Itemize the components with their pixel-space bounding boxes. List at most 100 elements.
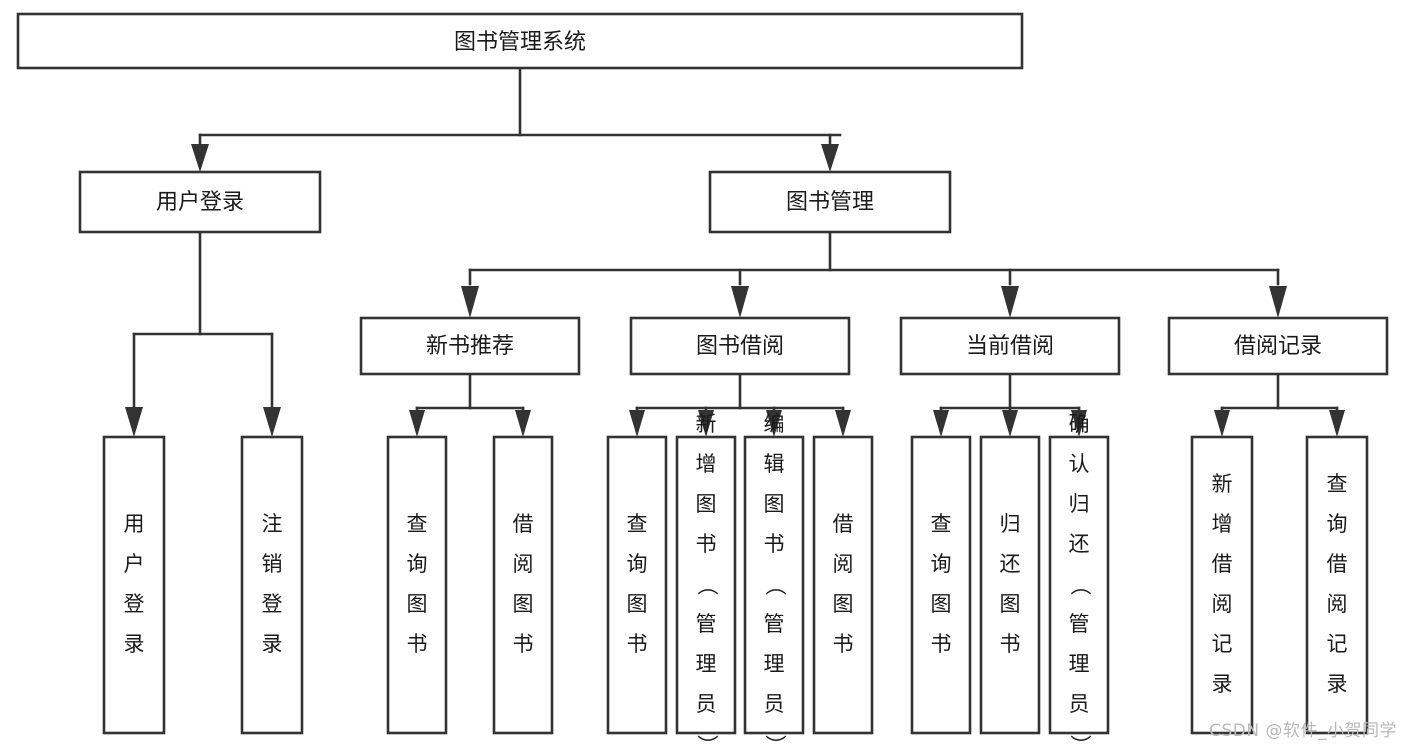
svg-text:户: 户 bbox=[124, 552, 145, 576]
svg-text:图: 图 bbox=[764, 492, 785, 516]
node-leaf-cur-query-box[interactable] bbox=[910, 435, 972, 735]
node-user-login-label: 用户登录 bbox=[156, 190, 244, 215]
svg-text:书: 书 bbox=[1000, 632, 1021, 656]
svg-text:新: 新 bbox=[696, 412, 717, 436]
arrow-current-borrow bbox=[1001, 286, 1019, 318]
svg-text:阅: 阅 bbox=[1212, 592, 1233, 616]
svg-text:）: ） bbox=[695, 735, 719, 747]
svg-text:编: 编 bbox=[764, 412, 785, 436]
svg-text:归: 归 bbox=[1069, 492, 1090, 516]
node-book-manage-box[interactable] bbox=[708, 170, 952, 234]
node-current-borrow-label: 当前借阅 bbox=[966, 334, 1054, 359]
svg-text:询: 询 bbox=[627, 552, 648, 576]
svg-text:查: 查 bbox=[407, 512, 428, 536]
node-book-borrow-box[interactable] bbox=[629, 316, 851, 376]
node-leaf-borrow-query-box[interactable] bbox=[606, 435, 668, 735]
node-root-label: 图书管理系统 bbox=[454, 30, 586, 55]
arrow-leaf-borrow-edit bbox=[766, 410, 782, 437]
node-root-box[interactable] bbox=[16, 12, 1024, 70]
arrow-leaf-cur-confirm bbox=[1071, 410, 1087, 437]
svg-text:借: 借 bbox=[833, 512, 854, 536]
node-user-login-box[interactable] bbox=[78, 170, 322, 234]
svg-text:图: 图 bbox=[696, 492, 717, 516]
arrow-borrow-record bbox=[1269, 286, 1287, 318]
svg-text:增: 增 bbox=[696, 452, 717, 476]
svg-text:录: 录 bbox=[124, 632, 145, 656]
node-leaf-rec-borrow-box[interactable] bbox=[492, 435, 554, 735]
node-leaf-borrow-edit-box[interactable] bbox=[743, 435, 805, 735]
node-leaf-user-login[interactable]: 用户登录 bbox=[102, 435, 166, 735]
svg-text:询: 询 bbox=[407, 552, 428, 576]
svg-text:理: 理 bbox=[1069, 652, 1090, 676]
svg-text:理: 理 bbox=[696, 652, 717, 676]
svg-text:书: 书 bbox=[833, 632, 854, 656]
node-borrow-record-label: 借阅记录 bbox=[1234, 334, 1322, 359]
svg-text:借: 借 bbox=[1212, 552, 1233, 576]
svg-text:借: 借 bbox=[1327, 552, 1348, 576]
arrow-book-borrow bbox=[731, 286, 749, 318]
node-book-manage[interactable]: 图书管理 bbox=[708, 170, 952, 234]
node-current-borrow[interactable]: 当前借阅 bbox=[899, 316, 1121, 376]
svg-text:书: 书 bbox=[696, 532, 717, 556]
svg-text:（: （ bbox=[1068, 575, 1092, 596]
node-leaf-rec-add-box[interactable] bbox=[1190, 435, 1254, 735]
svg-text:管: 管 bbox=[764, 612, 785, 636]
svg-text:录: 录 bbox=[1212, 672, 1233, 696]
node-leaf-rec-query-box[interactable] bbox=[386, 435, 448, 735]
svg-text:查: 查 bbox=[1327, 472, 1348, 496]
arrow-leaf-rec-borrow bbox=[515, 410, 531, 437]
node-new-book-rec-box[interactable] bbox=[359, 316, 581, 376]
svg-text:图: 图 bbox=[1000, 592, 1021, 616]
node-new-book-rec-label: 新书推荐 bbox=[426, 334, 514, 359]
node-root[interactable]: 图书管理系统 bbox=[16, 12, 1024, 70]
node-leaf-user-login-box[interactable] bbox=[102, 435, 166, 735]
node-new-book-rec[interactable]: 新书推荐 bbox=[359, 316, 581, 376]
svg-text:管: 管 bbox=[1069, 612, 1090, 636]
node-leaf-cur-confirm-box[interactable] bbox=[1048, 435, 1110, 735]
svg-text:阅: 阅 bbox=[833, 552, 854, 576]
node-borrow-record[interactable]: 借阅记录 bbox=[1167, 316, 1389, 376]
node-borrow-record-box[interactable] bbox=[1167, 316, 1389, 376]
arrow-leaf-rec-search bbox=[1329, 410, 1345, 437]
svg-text:（: （ bbox=[695, 575, 719, 596]
node-leaf-user-logout-box[interactable] bbox=[240, 435, 304, 735]
arrow-new-book-rec bbox=[461, 286, 479, 318]
arrow-leaf-rec-add bbox=[1214, 410, 1230, 437]
node-leaf-cur-return-box[interactable] bbox=[979, 435, 1041, 735]
node-leaf-borrow-add-box[interactable] bbox=[675, 435, 737, 735]
svg-text:图: 图 bbox=[627, 592, 648, 616]
svg-text:登: 登 bbox=[124, 592, 145, 616]
arrow-leaf-cur-return bbox=[1002, 410, 1018, 437]
node-user-login[interactable]: 用户登录 bbox=[78, 170, 322, 234]
node-leaf-borrow-lend-box[interactable] bbox=[812, 435, 874, 735]
svg-text:录: 录 bbox=[1327, 672, 1348, 696]
svg-text:图: 图 bbox=[513, 592, 534, 616]
svg-text:录: 录 bbox=[262, 632, 283, 656]
arrow-user-login bbox=[191, 144, 209, 172]
node-current-borrow-box[interactable] bbox=[899, 316, 1121, 376]
svg-text:注: 注 bbox=[262, 512, 283, 536]
node-book-borrow[interactable]: 图书借阅 bbox=[629, 316, 851, 376]
svg-text:记: 记 bbox=[1212, 632, 1233, 656]
node-leaf-rec-search-box[interactable] bbox=[1305, 435, 1369, 735]
svg-text:图: 图 bbox=[407, 592, 428, 616]
